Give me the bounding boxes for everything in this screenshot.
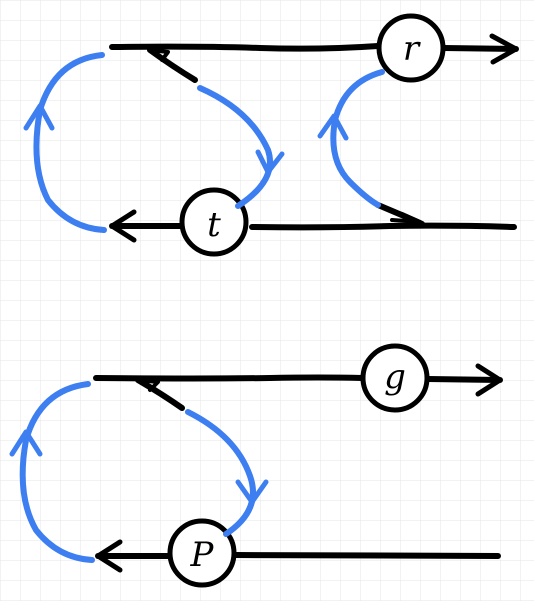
top-lower-line bbox=[249, 222, 517, 231]
node-g-circle bbox=[360, 343, 430, 413]
bottom-upper-arrowhead bbox=[475, 363, 503, 397]
bottom-upper-line-exit bbox=[425, 376, 503, 383]
top-blue-left-arrowhead bbox=[23, 103, 55, 131]
bottom-upper-line bbox=[93, 374, 365, 382]
bottom-diagram: g P bbox=[9, 343, 503, 588]
node-p-circle bbox=[167, 518, 237, 588]
top-upper-line-exit bbox=[441, 45, 519, 52]
bottom-blue-inner-arrowhead bbox=[235, 479, 269, 505]
top-blue-right-loop bbox=[330, 69, 385, 208]
bottom-blue-left-loop bbox=[19, 381, 95, 563]
node-t-label: t bbox=[207, 205, 221, 245]
top-upper-crossing bbox=[147, 47, 198, 83]
bottom-lower-arrowhead bbox=[95, 539, 123, 573]
bottom-blue-inner-loop bbox=[185, 409, 256, 537]
top-blue-inner-loop bbox=[197, 85, 273, 209]
top-upper-line bbox=[109, 43, 381, 52]
top-lower-arrowhead bbox=[109, 209, 137, 243]
top-upper-crossing-tick bbox=[148, 48, 170, 62]
node-g-label: g bbox=[384, 357, 406, 397]
bottom-blue-left-arrowhead bbox=[9, 429, 43, 457]
node-p-label: P bbox=[190, 535, 215, 575]
node-r-label: r bbox=[403, 29, 421, 69]
top-blue-inner-arrowhead bbox=[255, 149, 285, 175]
top-upper-arrowhead bbox=[489, 33, 519, 65]
top-blue-right-arrowhead bbox=[317, 113, 349, 141]
node-r-circle bbox=[376, 13, 446, 83]
bottom-lower-line bbox=[233, 552, 501, 559]
top-blue-left-loop bbox=[33, 52, 107, 233]
top-lower-crossing-tick bbox=[390, 212, 422, 224]
top-diagram: r t bbox=[23, 13, 519, 257]
bottom-upper-crossing-tick bbox=[136, 378, 160, 392]
node-t-circle bbox=[179, 187, 249, 257]
